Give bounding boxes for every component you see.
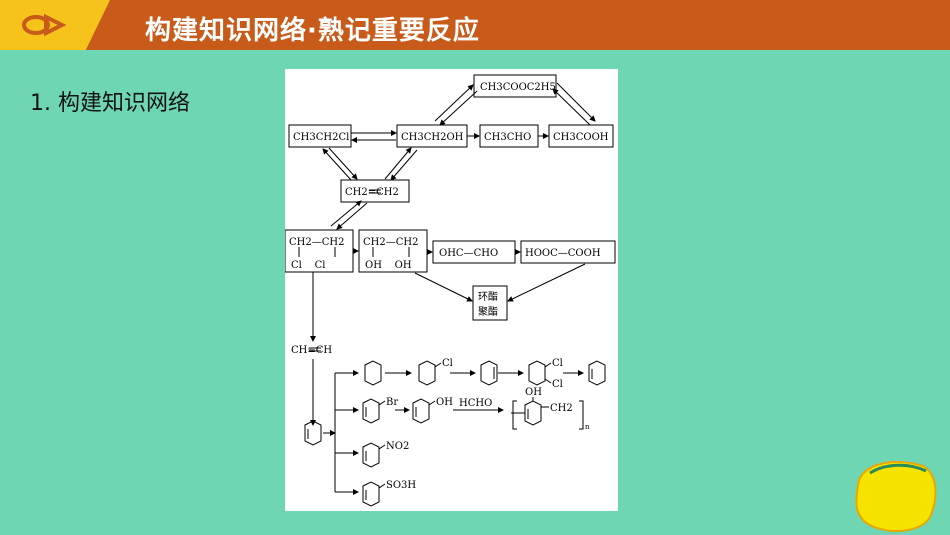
box-oxalic-acid [520, 240, 616, 264]
label-so3h: SO3H [386, 480, 416, 491]
cyclohexene-ring [480, 360, 498, 386]
label-no2: NO2 [386, 441, 409, 452]
label-br: Br [386, 397, 398, 408]
polymer-ring [524, 400, 542, 426]
label-glyoxal: OHC—CHO [439, 248, 498, 259]
label-acetylene: CH≡CH [291, 345, 332, 356]
bromobenzene-ring [362, 398, 380, 424]
benzene-ring-center [304, 420, 322, 446]
label-dichloroethane-bottom: Cl Cl [291, 260, 325, 271]
label-hcho: HCHO [459, 398, 492, 409]
label-oxalic-acid: HOOC—COOH [525, 248, 601, 259]
header-bar: 构建知识网络·熟记重要反应 [0, 0, 950, 50]
label-glycol-top: CH2—CH2 [363, 237, 418, 248]
label-cl-2: Cl [552, 358, 563, 369]
label-cl-1: Cl [442, 358, 453, 369]
label-polymer-ch2: CH2 [550, 403, 573, 414]
label-cl-3: Cl [552, 379, 563, 390]
link-logo-icon [22, 13, 67, 37]
box-ethyl-acetate [473, 74, 557, 98]
label-acetaldehyde: CH3CHO [484, 132, 531, 143]
label-polymer-oh: OH [525, 387, 542, 398]
box-acetic-acid [548, 124, 614, 148]
box-chloroethane [288, 124, 352, 148]
box-esters [472, 285, 508, 321]
label-ethyl-acetate: CH3COOC2H5 [480, 82, 556, 93]
label-ester-poly: 聚酯 [478, 306, 498, 318]
label-ester-ring: 环酯 [478, 291, 498, 303]
label-glycol-bottom: OH OH [365, 260, 412, 271]
section-title: 1. 构建知识网络 [30, 91, 190, 116]
benzenesulfonic-ring [362, 481, 380, 507]
box-ethylene [340, 179, 410, 203]
label-oh: OH [436, 397, 453, 408]
label-polymer-n: n [585, 423, 590, 431]
cyclohexane-ring-1 [364, 360, 382, 386]
page-title: 构建知识网络·熟记重要反应 [145, 16, 480, 46]
knowledge-network-diagram: CH3COOC2H5 CH3CH2Cl CH3CH2OH CH3CHO CH3C… [285, 69, 618, 511]
phenol-ring [412, 398, 430, 424]
cyclohexane-ring-2 [418, 360, 436, 386]
label-dichloroethane-top: CH2—CH2 [289, 237, 344, 248]
benzene-ring-end [588, 360, 606, 386]
label-ethylene: CH2=CH2 [345, 187, 399, 198]
cyclohexane-ring-3 [528, 360, 546, 386]
nitrobenzene-ring [362, 442, 380, 468]
label-ethanol: CH3CH2OH [401, 132, 464, 143]
label-acetic-acid: CH3COOH [553, 132, 609, 143]
label-chloroethane: CH3CH2Cl [293, 132, 349, 143]
decorative-leaf-icon [855, 461, 937, 532]
